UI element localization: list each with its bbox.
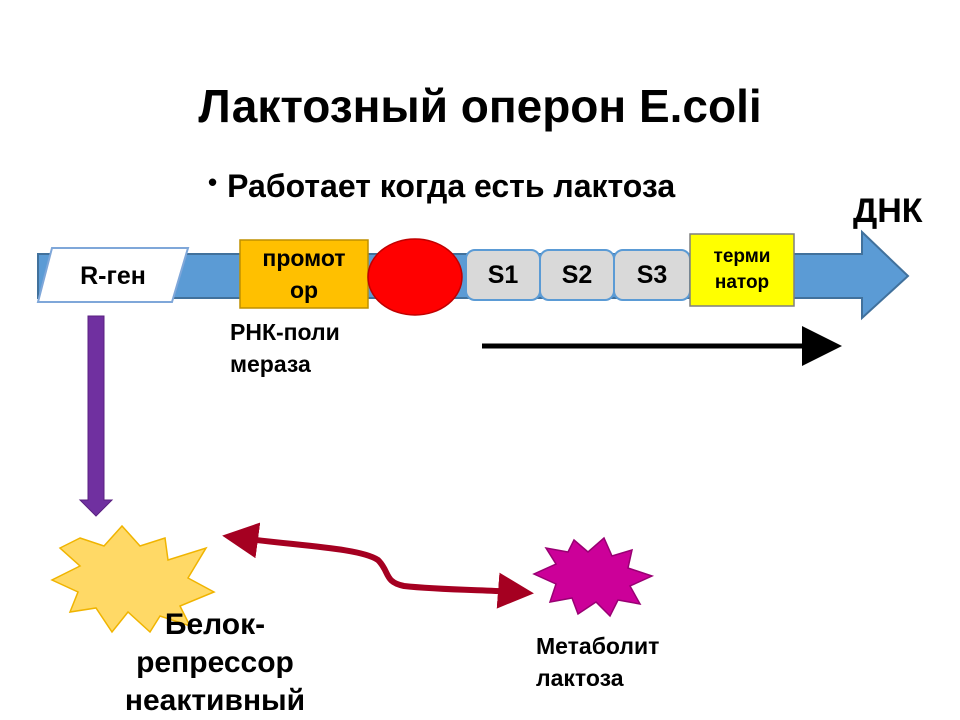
r-gene-label: R-ген xyxy=(80,261,146,290)
terminator-label: терми натор xyxy=(690,234,794,306)
slide-title: Лактозный оперон E.coli xyxy=(198,80,762,132)
terminator-label-line2: натор xyxy=(714,272,770,293)
rna-polymerase-shape xyxy=(367,238,463,316)
terminator-label-line1: терми xyxy=(713,246,771,267)
polymerase-label-line2: мераза xyxy=(230,351,311,377)
metabolite-label: Метаболит лактоза xyxy=(536,630,659,694)
metabolite-label-line1: Метаболит xyxy=(536,633,660,659)
s2-label: S2 xyxy=(561,260,593,289)
r-gene-box xyxy=(36,247,190,303)
terminator-box xyxy=(689,233,795,307)
subtitle-bullet: • Работает когда есть лактоза xyxy=(208,162,675,206)
s1-label: S1 xyxy=(487,260,519,289)
metabolite-star xyxy=(532,536,655,618)
dna-label: ДНК xyxy=(853,192,923,230)
down-arrow xyxy=(78,315,114,517)
repressor-label-line3: неактивный xyxy=(124,684,306,717)
repressor-label-line2: репрессор xyxy=(136,646,294,679)
repressor-label: Белок- репрессор неактивный xyxy=(100,606,330,720)
promoter-label-line1: промот xyxy=(262,245,346,271)
promoter-label-line2: ор xyxy=(289,277,319,303)
metabolite-label-line2: лактоза xyxy=(536,665,624,691)
interaction-double-arrow xyxy=(222,522,534,609)
s3-label: S3 xyxy=(636,260,668,289)
rna-polymerase-label: РНК-поли мераза xyxy=(230,316,340,380)
subtitle-text: Работает когда есть лактоза xyxy=(227,168,676,204)
bullet-dot: • xyxy=(208,167,218,197)
promoter-label: промот ор xyxy=(240,240,368,308)
repressor-star xyxy=(50,524,216,634)
polymerase-label-line1: РНК-поли xyxy=(230,319,340,345)
repressor-label-line1: Белок- xyxy=(164,608,266,641)
